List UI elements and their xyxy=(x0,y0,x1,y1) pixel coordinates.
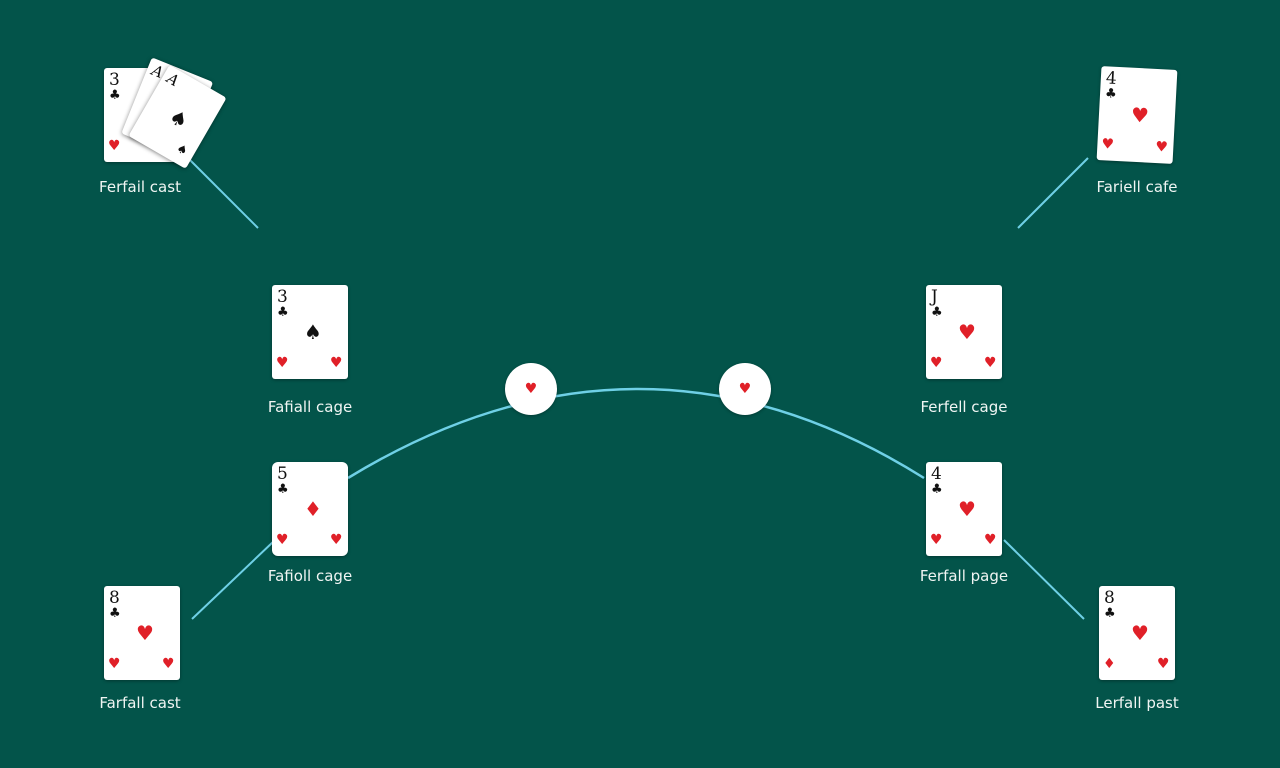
diamond-icon: ♦ xyxy=(304,497,322,521)
card-label-bottom-right: Lerfall past xyxy=(1095,694,1179,712)
card-label-lower-right: Ferfall page xyxy=(919,567,1009,585)
card-rank: A xyxy=(163,69,183,91)
club-icon: ♣ xyxy=(277,482,289,497)
card-label-mid-left: Fafiall cage xyxy=(267,398,353,416)
heart-icon: ♥ xyxy=(930,355,943,371)
card-lower-left[interactable]: 5 ♣ ♦ ♥ ♥ xyxy=(272,462,348,556)
heart-icon: ♥ xyxy=(136,621,154,645)
club-icon: ♣ xyxy=(1104,86,1118,102)
card-rank: 8 xyxy=(109,588,120,608)
card-bottom-right[interactable]: 8 ♣ ♥ ♦ ♥ xyxy=(1099,586,1175,680)
heart-icon: ♥ xyxy=(330,532,343,548)
heart-icon: ♥ xyxy=(1131,621,1149,645)
heart-icon: ♥ xyxy=(276,355,289,371)
heart-icon: ♥ xyxy=(108,656,121,672)
heart-icon: ♥ xyxy=(162,656,175,672)
heart-icon: ♥ xyxy=(958,320,976,344)
club-icon: ♣ xyxy=(1104,606,1116,621)
heart-icon: ♥ xyxy=(930,532,943,548)
heart-icon: ♥ xyxy=(958,497,976,521)
card-label-lower-left: Fafioll cage xyxy=(267,567,353,585)
connector-bottom-left xyxy=(191,540,275,620)
connector-top-left xyxy=(187,157,259,229)
heart-icon: ♥ xyxy=(984,532,997,548)
connector-arc xyxy=(347,387,925,480)
heart-icon: ♥ xyxy=(984,355,997,371)
card-mid-left[interactable]: 3 ♣ ♠ ♥ ♥ xyxy=(272,285,348,379)
heart-icon: ♥ xyxy=(1154,139,1169,156)
chip-right[interactable]: ♥ xyxy=(719,363,771,415)
heart-icon: ♥ xyxy=(738,381,752,397)
heart-icon: ♥ xyxy=(524,381,538,397)
diamond-icon: ♦ xyxy=(1103,656,1116,672)
card-rank: 4 xyxy=(931,464,942,484)
card-rank: 4 xyxy=(1105,68,1118,89)
club-icon: ♣ xyxy=(109,88,121,103)
card-label-mid-right: Ferfell cage xyxy=(920,398,1008,416)
card-rank: 3 xyxy=(109,70,120,90)
card-bottom-left[interactable]: 8 ♣ ♥ ♥ ♥ xyxy=(104,586,180,680)
spade-icon: ♠ xyxy=(304,320,322,344)
connector-top-right xyxy=(1017,157,1089,229)
club-icon: ♣ xyxy=(931,305,943,320)
club-icon: ♣ xyxy=(931,482,943,497)
card-mid-right[interactable]: J ♣ ♥ ♥ ♥ xyxy=(926,285,1002,379)
card-rank: 3 xyxy=(277,287,288,307)
club-icon: ♣ xyxy=(277,305,289,320)
card-rank: 5 xyxy=(277,464,288,484)
heart-icon: ♥ xyxy=(276,532,289,548)
card-top-right[interactable]: 4 ♣ ♥ ♥ ♥ xyxy=(1096,66,1178,164)
heart-icon: ♥ xyxy=(330,355,343,371)
chip-left[interactable]: ♥ xyxy=(505,363,557,415)
club-icon: ♣ xyxy=(109,606,121,621)
spade-icon: ♠ xyxy=(164,103,193,134)
connector-bottom-right xyxy=(1003,539,1085,620)
heart-icon: ♥ xyxy=(108,138,121,154)
card-lower-right[interactable]: 4 ♣ ♥ ♥ ♥ xyxy=(926,462,1002,556)
heart-icon: ♥ xyxy=(1101,136,1115,153)
heart-icon: ♥ xyxy=(1130,102,1150,128)
heart-icon: ♥ xyxy=(1157,656,1170,672)
card-rank: J xyxy=(931,287,938,307)
card-rank: 8 xyxy=(1104,588,1115,608)
card-label-top-left: Ferfail cast xyxy=(99,178,181,196)
card-label-bottom-left: Farfall cast xyxy=(99,694,181,712)
spade-icon: ♠ xyxy=(174,140,191,159)
card-label-top-right: Fariell cafe xyxy=(1096,178,1178,196)
